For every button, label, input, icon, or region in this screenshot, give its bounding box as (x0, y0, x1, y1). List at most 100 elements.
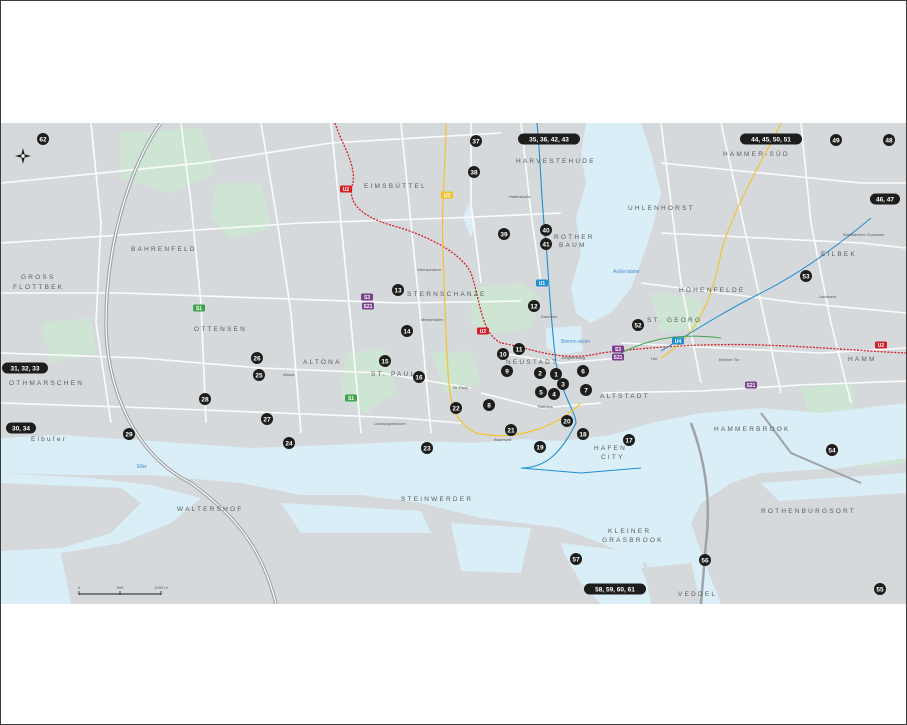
svg-text:31, 32, 33: 31, 32, 33 (11, 365, 40, 372)
poi-marker-13[interactable]: 13 (392, 284, 404, 296)
svg-text:S3: S3 (615, 347, 621, 353)
poi-marker-56[interactable]: 56 (699, 554, 711, 566)
line-badge-s1: S1 (345, 394, 357, 402)
place-berliner-tor: Berliner Tor (719, 357, 740, 362)
district-sternschanze: STERNSCHANZE (407, 291, 487, 298)
svg-text:10: 10 (499, 351, 507, 358)
place-jungfernstieg: Jungfernstieg (561, 355, 585, 360)
poi-marker-37[interactable]: 37 (470, 135, 482, 147)
svg-text:58, 59, 60, 61: 58, 59, 60, 61 (595, 586, 635, 593)
poi-marker-57[interactable]: 57 (570, 553, 582, 565)
district-rothenburgsort: ROTHENBURGSORT (761, 508, 856, 515)
poi-marker-39[interactable]: 39 (498, 228, 510, 240)
poi-marker-62[interactable]: 62 (37, 133, 49, 145)
poi-marker-18[interactable]: 18 (577, 428, 589, 440)
poi-marker-14[interactable]: 14 (401, 325, 413, 337)
poi-marker-9[interactable]: 9 (501, 365, 513, 377)
poi-marker-49[interactable]: 49 (830, 134, 842, 146)
poi-marker-7[interactable]: 7 (580, 384, 592, 396)
svg-text:7: 7 (584, 387, 588, 394)
poi-marker-35-36-42-43[interactable]: 35, 36, 42, 43 (518, 133, 580, 145)
poi-marker-52[interactable]: 52 (632, 319, 644, 331)
line-badge-u2: U2 (477, 327, 489, 335)
line-badge-s21: S21 (362, 302, 374, 310)
binnenalster-lake (546, 326, 583, 355)
poi-marker-26[interactable]: 26 (251, 352, 263, 364)
poi-marker-55[interactable]: 55 (874, 583, 886, 595)
poi-marker-58-59-60-61[interactable]: 58, 59, 60, 61 (584, 583, 646, 595)
svg-text:S1: S1 (348, 396, 354, 402)
place-landungsbrucken: Landungsbrücken (374, 421, 406, 426)
poi-marker-3[interactable]: 3 (557, 378, 569, 390)
poi-marker-44-45-50-51[interactable]: 44, 45, 50, 51 (740, 133, 802, 145)
svg-text:6: 6 (581, 368, 585, 375)
map-canvas: 0 500 1000 m EIMSBÜTTEL HARVESTEHUDE UHL… (1, 123, 906, 604)
poi-marker-48[interactable]: 48 (883, 134, 895, 146)
poi-marker-17[interactable]: 17 (623, 434, 635, 446)
poi-marker-11[interactable]: 11 (513, 343, 525, 355)
svg-text:8: 8 (487, 402, 491, 409)
svg-text:S3: S3 (364, 295, 370, 301)
poi-marker-20[interactable]: 20 (561, 415, 573, 427)
poi-marker-4[interactable]: 4 (548, 388, 560, 400)
poi-marker-53[interactable]: 53 (800, 270, 812, 282)
poi-marker-16[interactable]: 16 (413, 371, 425, 383)
place-landwehr: Landwehr (819, 294, 837, 299)
svg-text:24: 24 (285, 440, 293, 447)
svg-text:39: 39 (500, 231, 508, 238)
svg-text:44, 45, 50, 51: 44, 45, 50, 51 (751, 136, 791, 143)
poi-marker-12[interactable]: 12 (528, 300, 540, 312)
svg-text:15: 15 (381, 358, 389, 365)
poi-marker-19[interactable]: 19 (534, 441, 546, 453)
district-eilbek: EILBEK (821, 251, 857, 258)
poi-marker-40[interactable]: 40 (540, 224, 552, 236)
line-badge-s3: S3 (612, 345, 624, 353)
u1-line (520, 123, 577, 469)
svg-text:19: 19 (536, 444, 544, 451)
poi-marker-54[interactable]: 54 (826, 444, 838, 456)
svg-text:3: 3 (561, 381, 565, 388)
district-hafencity-2: CITY (601, 454, 625, 461)
svg-text:U2: U2 (878, 343, 885, 349)
poi-marker-25[interactable]: 25 (253, 369, 265, 381)
poi-marker-6[interactable]: 6 (577, 365, 589, 377)
place-dammtor: Dammtor (541, 314, 558, 319)
poi-marker-38[interactable]: 38 (468, 166, 480, 178)
district-altona: ALTONA (303, 359, 342, 366)
poi-marker-41[interactable]: 41 (540, 238, 552, 250)
district-kleiner-1: KLEINER (608, 528, 651, 535)
line-badge-s3: S3 (361, 293, 373, 301)
district-st-georg: ST. GEORG (647, 317, 702, 324)
svg-text:17: 17 (625, 437, 633, 444)
district-rotherbaum-1: ROTHER (554, 234, 595, 241)
place-hbf: Hbf (651, 356, 658, 361)
poi-marker-29[interactable]: 29 (123, 428, 135, 440)
svg-text:41: 41 (542, 241, 550, 248)
svg-text:4: 4 (552, 391, 556, 398)
poi-marker-31-32-33[interactable]: 31, 32, 33 (2, 362, 48, 374)
poi-marker-23[interactable]: 23 (421, 442, 433, 454)
poi-marker-15[interactable]: 15 (379, 355, 391, 367)
place-rathaus: Rathaus (538, 404, 553, 409)
line-badge-u2: U2 (875, 341, 887, 349)
poi-marker-46-47[interactable]: 46, 47 (870, 193, 900, 205)
poi-marker-22[interactable]: 22 (450, 402, 462, 414)
poi-marker-24[interactable]: 24 (283, 437, 295, 449)
water-labels: Elbe Außenalster Binnen-alster (137, 269, 640, 470)
poi-marker-28[interactable]: 28 (199, 393, 211, 405)
place-wandsbeker: Wandsbeker Chaussee (843, 232, 885, 237)
svg-text:S1: S1 (196, 306, 202, 312)
poi-marker-2[interactable]: 2 (534, 367, 546, 379)
poi-markers[interactable]: 1234567891011121314151617181920212223242… (2, 133, 900, 595)
poi-marker-1[interactable]: 1 (550, 368, 562, 380)
city-map[interactable]: 0 500 1000 m EIMSBÜTTEL HARVESTEHUDE UHL… (1, 123, 906, 604)
svg-text:14: 14 (403, 328, 411, 335)
poi-marker-8[interactable]: 8 (483, 399, 495, 411)
poi-marker-5[interactable]: 5 (535, 386, 547, 398)
harbour-land (1, 483, 906, 604)
poi-marker-30-34[interactable]: 30, 34 (6, 422, 36, 434)
poi-marker-10[interactable]: 10 (497, 348, 509, 360)
poi-marker-27[interactable]: 27 (261, 413, 273, 425)
poi-marker-21[interactable]: 21 (505, 424, 517, 436)
svg-text:U2: U2 (480, 329, 487, 335)
